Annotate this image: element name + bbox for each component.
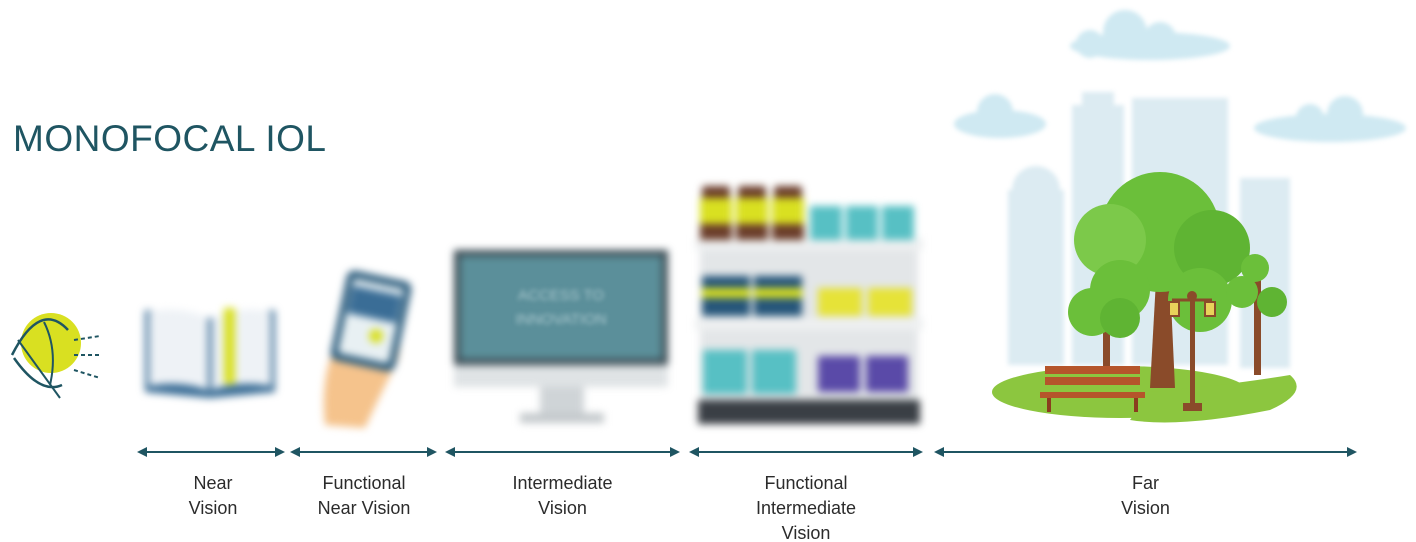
screen-line-2: INNOVATION — [515, 311, 606, 328]
near-vision-label: Near Vision — [142, 471, 284, 521]
city-park-icon — [954, 10, 1406, 423]
eye-icon — [10, 313, 101, 399]
intermediate-vision-label-line-1: Intermediate — [512, 473, 613, 493]
intermediate-vision-label-line-2: Vision — [538, 498, 587, 518]
functional-near-vision-label: Functional Near Vision — [294, 471, 434, 521]
store-shelf-icon — [695, 186, 923, 424]
functional-near-vision-label-line-2: Near Vision — [317, 498, 411, 518]
far-vision-label: Far Vision — [939, 471, 1352, 521]
clouds — [954, 10, 1406, 142]
page-title: MONOFOCAL IOL — [13, 118, 327, 159]
near-vision-label-line-2: Vision — [188, 498, 238, 518]
monitor-icon — [454, 250, 668, 423]
book-icon — [145, 308, 275, 398]
functional-intermediate-vision-label-line-2: Intermediate — [755, 498, 857, 518]
screen-line-1: ACCESS TO — [518, 287, 604, 304]
far-vision-label-line-2: Vision — [1121, 498, 1170, 518]
intermediate-vision-label: Intermediate Vision — [450, 471, 675, 521]
functional-intermediate-vision-label-line-3: Vision — [781, 523, 831, 542]
smartphone-icon — [323, 270, 412, 428]
near-vision-label-line-1: Near — [193, 473, 233, 493]
functional-intermediate-vision-label: Functional Intermediate Vision — [694, 471, 918, 542]
functional-near-vision-label-line-1: Functional — [322, 473, 406, 493]
far-vision-label-line-1: Far — [1132, 473, 1159, 493]
monitor-screen-text: ACCESS TO INNOVATION — [515, 287, 606, 328]
functional-intermediate-vision-label-line-1: Functional — [764, 473, 848, 493]
